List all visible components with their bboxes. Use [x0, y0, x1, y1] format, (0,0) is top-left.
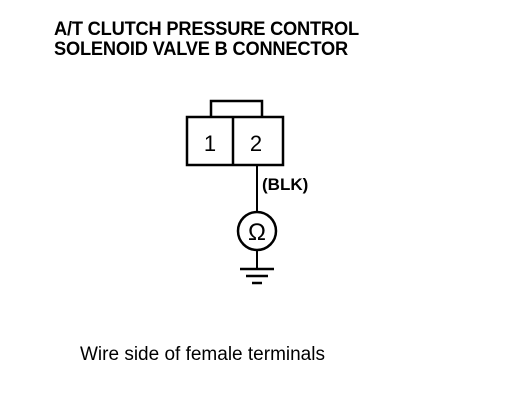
title-line-1: A/T CLUTCH PRESSURE CONTROL — [54, 19, 359, 40]
title-line-2: SOLENOID VALVE B CONNECTOR — [54, 39, 348, 60]
ground-icon — [240, 267, 274, 285]
ohm-icon: Ω — [248, 219, 266, 246]
terminal-2-label: 2 — [250, 131, 262, 156]
diagram-title: A/T CLUTCH PRESSURE CONTROL SOLENOID VAL… — [54, 20, 359, 60]
connector-lock-tab — [209, 99, 264, 120]
wire-color-label: (BLK) — [262, 175, 308, 194]
diagram-caption: Wire side of female terminals — [80, 344, 325, 365]
terminal-1-label: 1 — [204, 131, 216, 156]
connector-body — [185, 115, 285, 167]
